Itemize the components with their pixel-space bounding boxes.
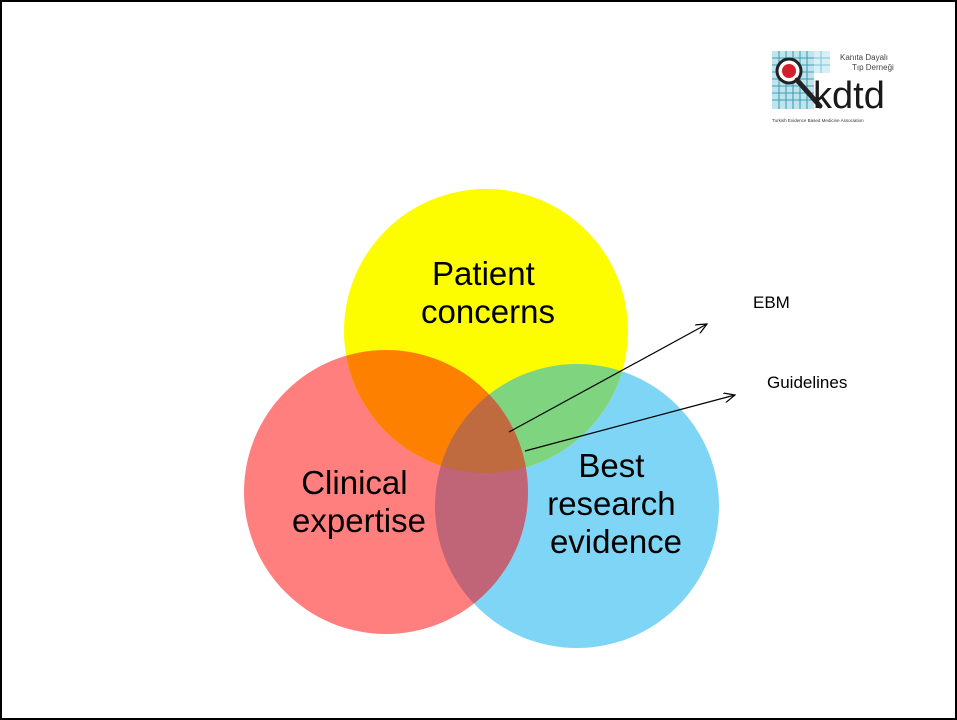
logo: Kanıta Dayalı Tıp Derneği kdtd Turkish E… xyxy=(772,51,894,123)
annotation-ebm: EBM xyxy=(753,293,790,312)
logo-org-line2: Tıp Derneği xyxy=(852,63,894,72)
logo-english: Turkish Evidence Based Medicine Associat… xyxy=(772,118,864,123)
arrow-ebm xyxy=(508,324,707,433)
overlap-patient-clinical xyxy=(344,350,528,473)
logo-org-line1: Kanıta Dayalı xyxy=(840,53,888,62)
label-clinical: Clinical expertise xyxy=(292,464,426,539)
logo-abbr: kdtd xyxy=(813,75,885,117)
magnifier-icon xyxy=(775,57,823,109)
overlap-center xyxy=(435,364,528,473)
label-research: Best research evidence xyxy=(547,447,685,560)
arrow-guidelines xyxy=(524,395,735,452)
label-patient: Patient concerns xyxy=(421,255,555,330)
annotation-guidelines: Guidelines xyxy=(767,373,847,392)
